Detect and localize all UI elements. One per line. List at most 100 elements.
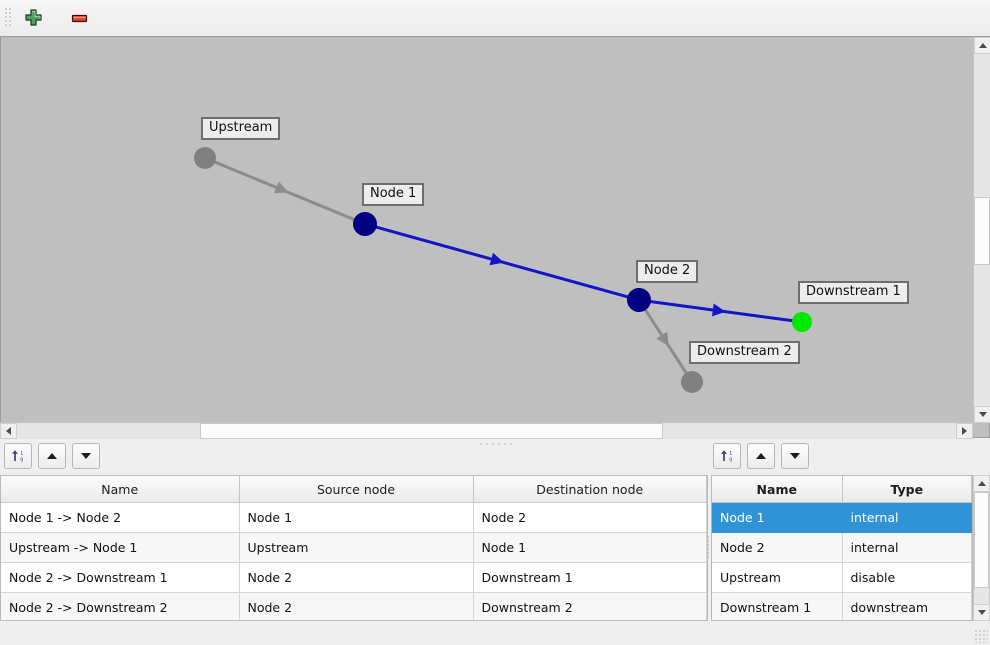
edge-arrowhead [711,303,726,317]
chevron-down-icon [977,610,986,615]
graph-vscroll-thumb[interactable] [974,197,990,265]
graph-vertical-scrollbar[interactable] [973,36,990,423]
node-scroll-down-button[interactable] [973,604,990,621]
edge-table-cell[interactable]: Downstream 1 [473,562,707,593]
sort-icon: 1 9 [12,450,23,463]
graph-scroll-up-button[interactable] [974,37,990,54]
graph-scroll-down-button[interactable] [974,406,990,423]
svg-text:1: 1 [20,451,23,457]
node-move-down-button[interactable] [781,443,809,469]
main-toolbar [0,0,990,37]
node-sort-button[interactable]: 1 9 [713,443,741,469]
chevron-down-icon [978,412,987,417]
node-table-cell[interactable]: internal [842,532,972,563]
edge-table-cell[interactable]: Node 2 [239,592,474,620]
svg-text:9: 9 [20,457,23,463]
node-table-scrollbar[interactable] [973,475,990,621]
triangle-up-icon [47,453,57,459]
graph-drawing [194,147,812,393]
node-scroll-up-button[interactable] [973,475,990,492]
graph-hscroll-thumb[interactable] [200,423,663,439]
graph-horizontal-scrollbar[interactable] [0,422,973,439]
node-table-cell[interactable]: Node 2 [712,532,843,563]
edge-table-cell[interactable]: Downstream 2 [473,592,707,620]
edge-pane-toolbar: 1 9 [4,443,100,469]
node-pane-toolbar: 1 9 [713,443,809,469]
panes-vertical-splitter[interactable] [706,535,711,559]
edge-table-cell[interactable]: Node 1 [473,532,707,563]
remove-node-button[interactable] [63,3,95,33]
edge-table-cell[interactable]: Node 2 -> Downstream 2 [1,592,240,620]
graph-node[interactable] [792,312,812,332]
sort-icon: 1 9 [721,450,732,463]
node-table-cell[interactable]: disable [842,562,972,593]
edge-table-cell[interactable]: Node 2 [239,562,474,593]
node-table-cell[interactable]: Downstream 1 [712,592,843,620]
node-table-cell[interactable]: Upstream [712,562,843,593]
svg-text:1: 1 [729,451,732,457]
triangle-down-icon [81,453,91,459]
edge-table-cell[interactable]: Node 1 [239,502,474,533]
chevron-up-icon [978,43,987,48]
edge-table-column-header[interactable]: Destination node [473,476,707,503]
minus-red-icon [71,14,87,22]
graph-scroll-right-button[interactable] [956,423,973,439]
edge-table-cell[interactable]: Upstream -> Node 1 [1,532,240,563]
graph-node-label[interactable]: Downstream 2 [689,341,800,364]
svg-text:9: 9 [729,457,732,463]
node-table-cell[interactable]: Node 1 [712,502,843,533]
horizontal-splitter[interactable] [0,439,990,448]
edge-table-cell[interactable]: Node 2 [473,502,707,533]
edge-table-column-header[interactable]: Name [1,476,240,503]
chevron-left-icon [6,427,11,435]
chevron-up-icon [977,481,986,486]
edge-move-down-button[interactable] [72,443,100,469]
node-move-up-button[interactable] [747,443,775,469]
chevron-right-icon [962,427,967,435]
graph-scroll-left-button[interactable] [0,423,17,439]
edge-arrowhead [489,252,504,266]
edge-table-cell[interactable]: Node 2 -> Downstream 1 [1,562,240,593]
graph-node-label[interactable]: Node 2 [636,260,699,283]
window-resize-grip[interactable] [974,629,988,643]
add-node-button[interactable] [17,3,49,33]
graph-node-label[interactable]: Downstream 1 [798,281,909,304]
edge-table-column-header[interactable]: Source node [239,476,474,503]
toolbar-drag-grip[interactable] [3,8,13,28]
node-table-column-header[interactable]: Type [842,476,972,503]
node-vscroll-thumb[interactable] [974,492,989,588]
graph-node[interactable] [194,147,216,169]
graph-node[interactable] [681,371,703,393]
graph-node[interactable] [627,288,651,312]
node-table-cell[interactable]: internal [842,502,972,533]
splitter-grip [478,442,512,446]
node-table-column-header[interactable]: Name [712,476,843,503]
edge-arrowhead [656,331,669,347]
edge-table-cell[interactable]: Upstream [239,532,474,563]
graph-node-label[interactable]: Upstream [201,117,281,140]
edge-arrowhead [273,181,289,194]
plus-green-icon [24,8,42,26]
edge-sort-button[interactable]: 1 9 [4,443,32,469]
graph-node[interactable] [353,212,377,236]
node-table-cell[interactable]: downstream [842,592,972,620]
edge-move-up-button[interactable] [38,443,66,469]
edge-table-cell[interactable]: Node 1 -> Node 2 [1,502,240,533]
graph-node-label[interactable]: Node 1 [362,183,425,206]
